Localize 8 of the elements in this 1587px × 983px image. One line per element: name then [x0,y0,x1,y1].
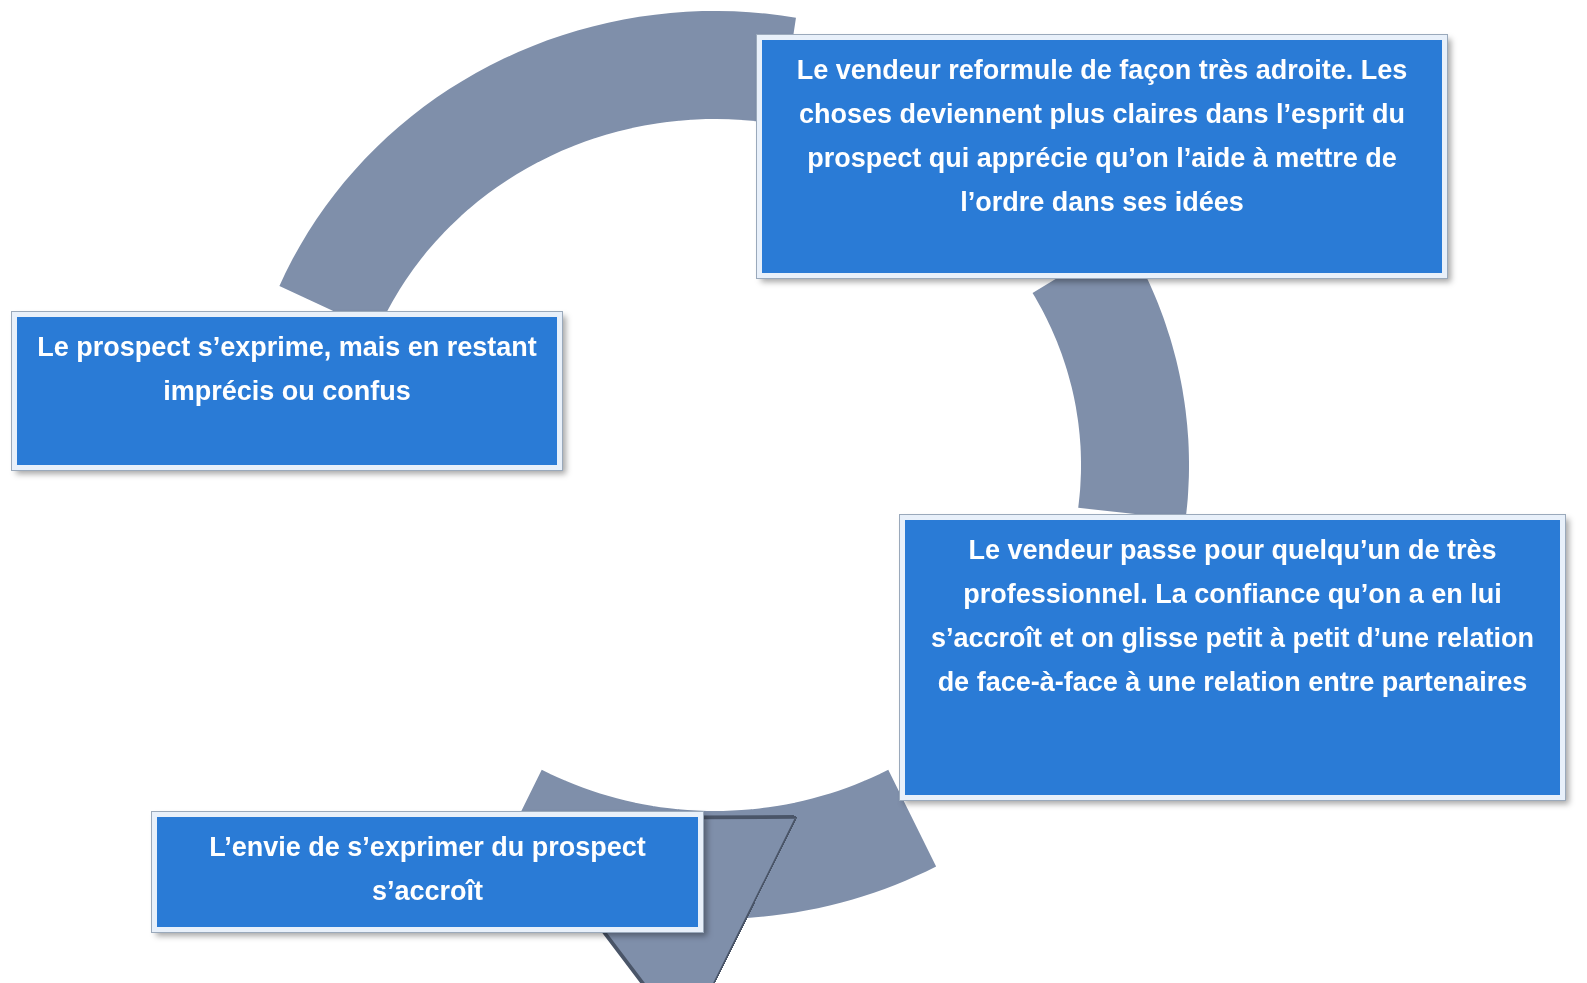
box-text: Le vendeur reformule de façon très adroite. Les choses deviennent plus claires dans l’esprit du prospect qui apprécie qu’on l’aide à mettre de l’ordre dans ses idées [795,54,1409,219]
box-text: Le vendeur passe pour quelqu’un de très professionnel. La confiance qu’on a en lui s’accroît et on glisse petit à petit d’une relation de face-à-face à une relation entre partenaires [929,534,1536,699]
text-box [152,812,703,932]
box-text: L’envie de s’exprimer du prospect s’accroît [208,831,647,908]
text-box [12,312,562,470]
text-box [757,35,1447,278]
text-box [900,515,1565,800]
box-text: Le prospect s’exprime, mais en restant imprécis ou confus [36,331,538,408]
